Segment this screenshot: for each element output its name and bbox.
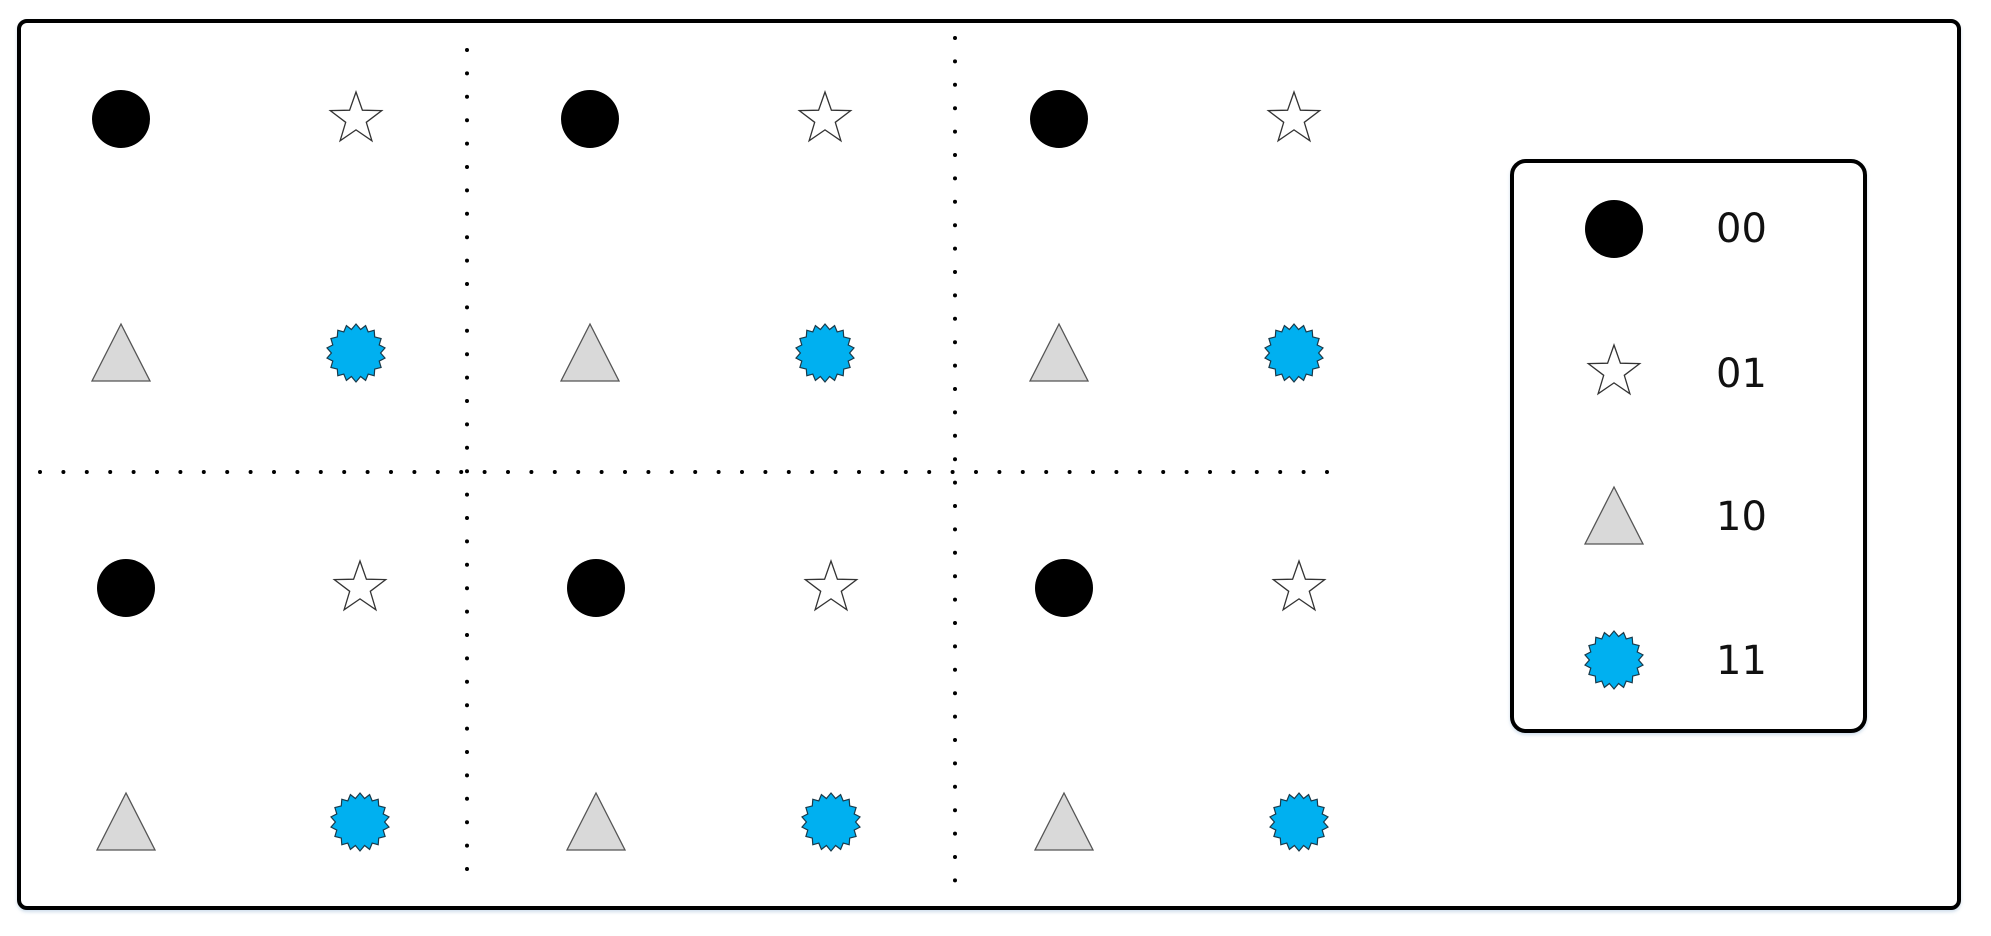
legend-box	[1510, 159, 1867, 733]
legend-label-11: 11	[1716, 638, 1767, 684]
legend-star-icon	[1587, 344, 1641, 395]
diagram-frame	[17, 19, 1961, 910]
legend-label-10: 10	[1716, 494, 1767, 540]
legend-label-01: 01	[1716, 351, 1767, 397]
legend-label-00: 00	[1716, 206, 1767, 252]
legend-circle-icon	[1585, 200, 1643, 258]
legend-starburst-icon	[1584, 630, 1644, 690]
legend-triangle-icon	[1584, 486, 1644, 545]
